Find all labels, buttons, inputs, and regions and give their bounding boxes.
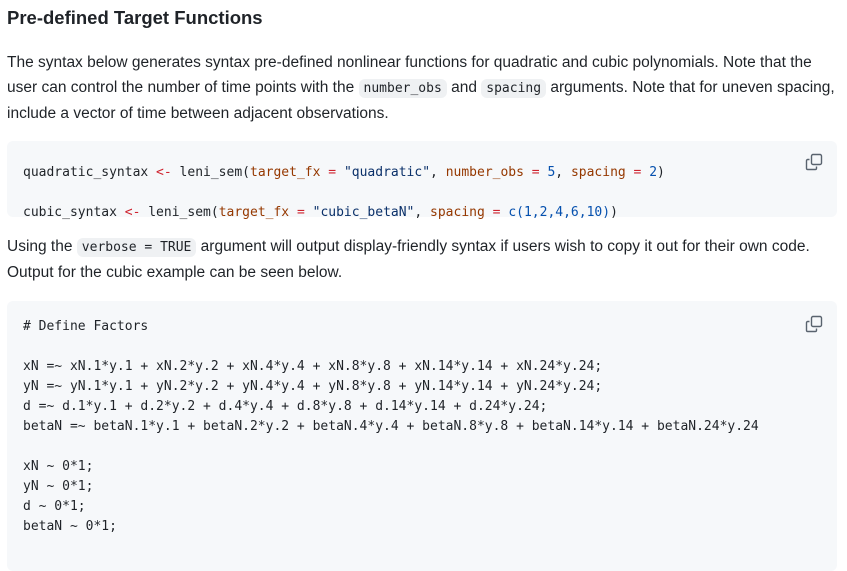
code-line: yN ~ 0*1; [23,479,94,494]
code-line: yN =~ yN.1*y.1 + yN.2*y.2 + yN.4*y.4 + y… [23,379,603,394]
code-line: d ~ 0*1; [23,499,86,514]
inline-code-verbose: verbose = TRUE [76,238,197,257]
copy-icon[interactable] [805,153,823,171]
inline-code-spacing: spacing [481,79,547,98]
code-line: betaN ~ 0*1; [23,519,117,534]
copy-icon[interactable] [805,315,823,333]
code-line: betaN =~ betaN.1*y.1 + betaN.2*y.2 + bet… [23,419,759,434]
code-line-cubic: cubic_syntax <- leni_sem(target_fx = "cu… [23,205,618,220]
inline-code-number-obs: number_obs [358,79,447,98]
code-line: d =~ d.1*y.1 + d.2*y.2 + d.4*y.4 + d.8*y… [23,399,548,414]
section-heading: Pre-defined Target Functions [7,7,263,28]
code-line [23,337,821,357]
code-block-syntax: quadratic_syntax <- leni_sem(target_fx =… [7,141,837,220]
code-line: xN =~ xN.1*y.1 + xN.2*y.2 + xN.4*y.4 + x… [23,359,603,374]
code-line [23,437,821,457]
code-line: xN ~ 0*1; [23,459,94,474]
verbose-paragraph: Using the verbose = TRUE argument will o… [7,238,810,281]
code-line: # Define Factors [23,319,149,334]
code-line-quadratic: quadratic_syntax <- leni_sem(target_fx =… [23,165,665,180]
code-block-output: # Define Factors xN =~ xN.1*y.1 + xN.2*y.… [7,301,837,571]
intro-paragraph: The syntax below generates syntax pre-de… [7,54,835,122]
document-content: Pre-defined Target Functions The syntax … [7,0,837,571]
output-lines: # Define Factors xN =~ xN.1*y.1 + xN.2*y.… [23,317,821,537]
